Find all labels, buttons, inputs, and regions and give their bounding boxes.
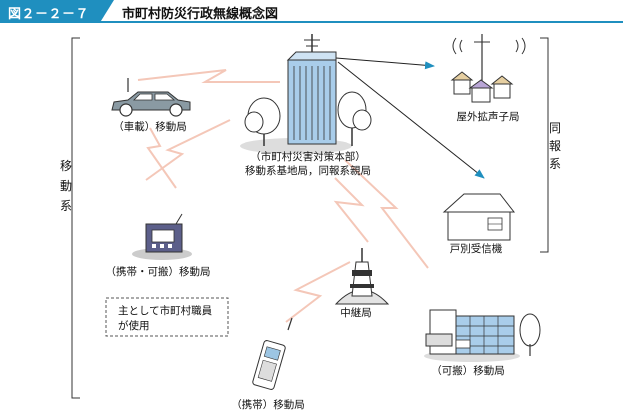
staff-note-line2: が使用: [118, 319, 150, 332]
household-label: 戸別受信機: [450, 242, 503, 255]
arrow-to-speaker: [335, 57, 435, 70]
broadcast-system-label-1: 同: [549, 121, 561, 135]
staff-note-box: [105, 297, 229, 337]
handheld-label: （携帯）移動局: [231, 398, 305, 411]
vehicle-label: （車載）移動局: [113, 120, 187, 133]
radio-links: [137, 69, 429, 323]
figure-number: 図２－２－７: [8, 7, 90, 22]
relay-label: 中継局: [340, 306, 372, 319]
mobile-system-label-1: 移: [60, 159, 72, 173]
radio-link-relay: [333, 177, 369, 243]
mobile-system-label-2: 動: [60, 179, 72, 193]
speaker-label: 屋外拡声子局: [457, 110, 520, 123]
household-house-icon: [442, 193, 516, 241]
broadcast-system-bracket: [540, 37, 549, 253]
outdoor-speaker-icon: [450, 34, 526, 103]
mobile-system-bracket: [71, 37, 80, 399]
tree-icon: [244, 97, 281, 146]
handheld-radio-icon: [252, 317, 293, 390]
portable-carry-label: （携帯・可搬）移動局: [106, 265, 211, 278]
portable-label: （可搬）移動局: [431, 364, 505, 377]
mobile-system-label-3: 系: [60, 199, 72, 213]
figure-header: 図２－２－７ 市町村防災行政無線概念図: [0, 0, 623, 23]
hq-building: [240, 34, 352, 154]
staff-note-line1: 主として市町村職員: [118, 304, 213, 317]
tree-icon: [519, 313, 541, 356]
radio-link-portable-carry: [145, 119, 231, 181]
tree-icon: [337, 91, 372, 146]
arrow-to-household: [337, 61, 485, 179]
car-icon: [111, 78, 191, 117]
radio-link-portable: [344, 159, 429, 269]
portable-radio-icon: [132, 213, 192, 260]
hq-label-line1: （市町村災害対策本部）: [250, 150, 366, 163]
radio-link-vehicle-down: [146, 127, 177, 189]
figure-title: 市町村防災行政無線概念図: [122, 7, 279, 22]
radio-link-vehicle: [137, 69, 280, 83]
portable-station-building: [424, 309, 520, 362]
figure-number-tab: 図２－２－７: [0, 0, 114, 22]
broadcast-system-label-3: 系: [549, 157, 561, 171]
hq-label-line2: 移動系基地局，同報系親局: [245, 164, 371, 177]
broadcast-system-label-2: 報: [549, 139, 561, 153]
relay-tower-icon: [334, 248, 390, 305]
radio-link-handheld: [285, 261, 351, 323]
header-rule: [0, 21, 623, 23]
